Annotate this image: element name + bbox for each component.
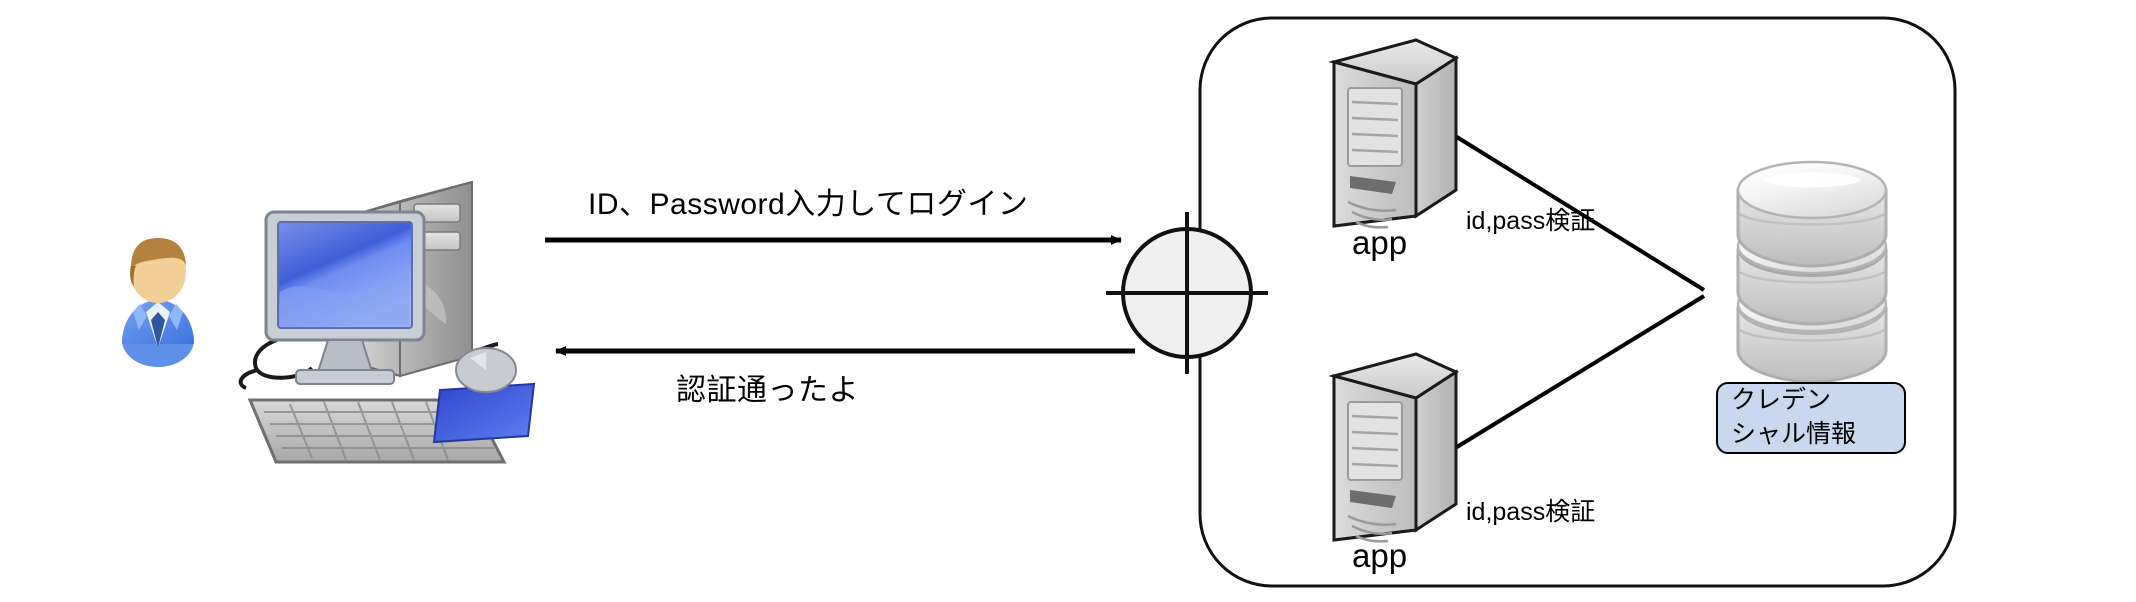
credential-line-2: シャル情報 bbox=[1731, 420, 1857, 448]
login-request-label: ID、Password入力してログイン bbox=[588, 188, 1029, 221]
app-server-bottom-label: app bbox=[1352, 537, 1408, 574]
credential-line-1: クレデン bbox=[1731, 386, 1832, 415]
connector-top-server-to-db bbox=[1450, 132, 1706, 292]
user-person-icon bbox=[122, 238, 194, 367]
credential-info-box: クレデン シャル情報 bbox=[1716, 382, 1906, 454]
connector-label-top: id,pass検証 bbox=[1466, 207, 1596, 235]
server-tower-icon-bottom bbox=[1328, 352, 1460, 543]
connector-bottom-server-to-db bbox=[1450, 294, 1706, 452]
database-cylinder-icon bbox=[1736, 160, 1888, 384]
server-tower-icon-top bbox=[1328, 38, 1460, 229]
network-circle-crosshair-icon bbox=[1106, 212, 1268, 374]
connector-label-bottom: id,pass検証 bbox=[1466, 498, 1596, 526]
auth-response-label: 認証通ったよ bbox=[676, 374, 859, 407]
desktop-computer-icon bbox=[238, 180, 536, 464]
app-server-top-label: app bbox=[1352, 224, 1408, 261]
